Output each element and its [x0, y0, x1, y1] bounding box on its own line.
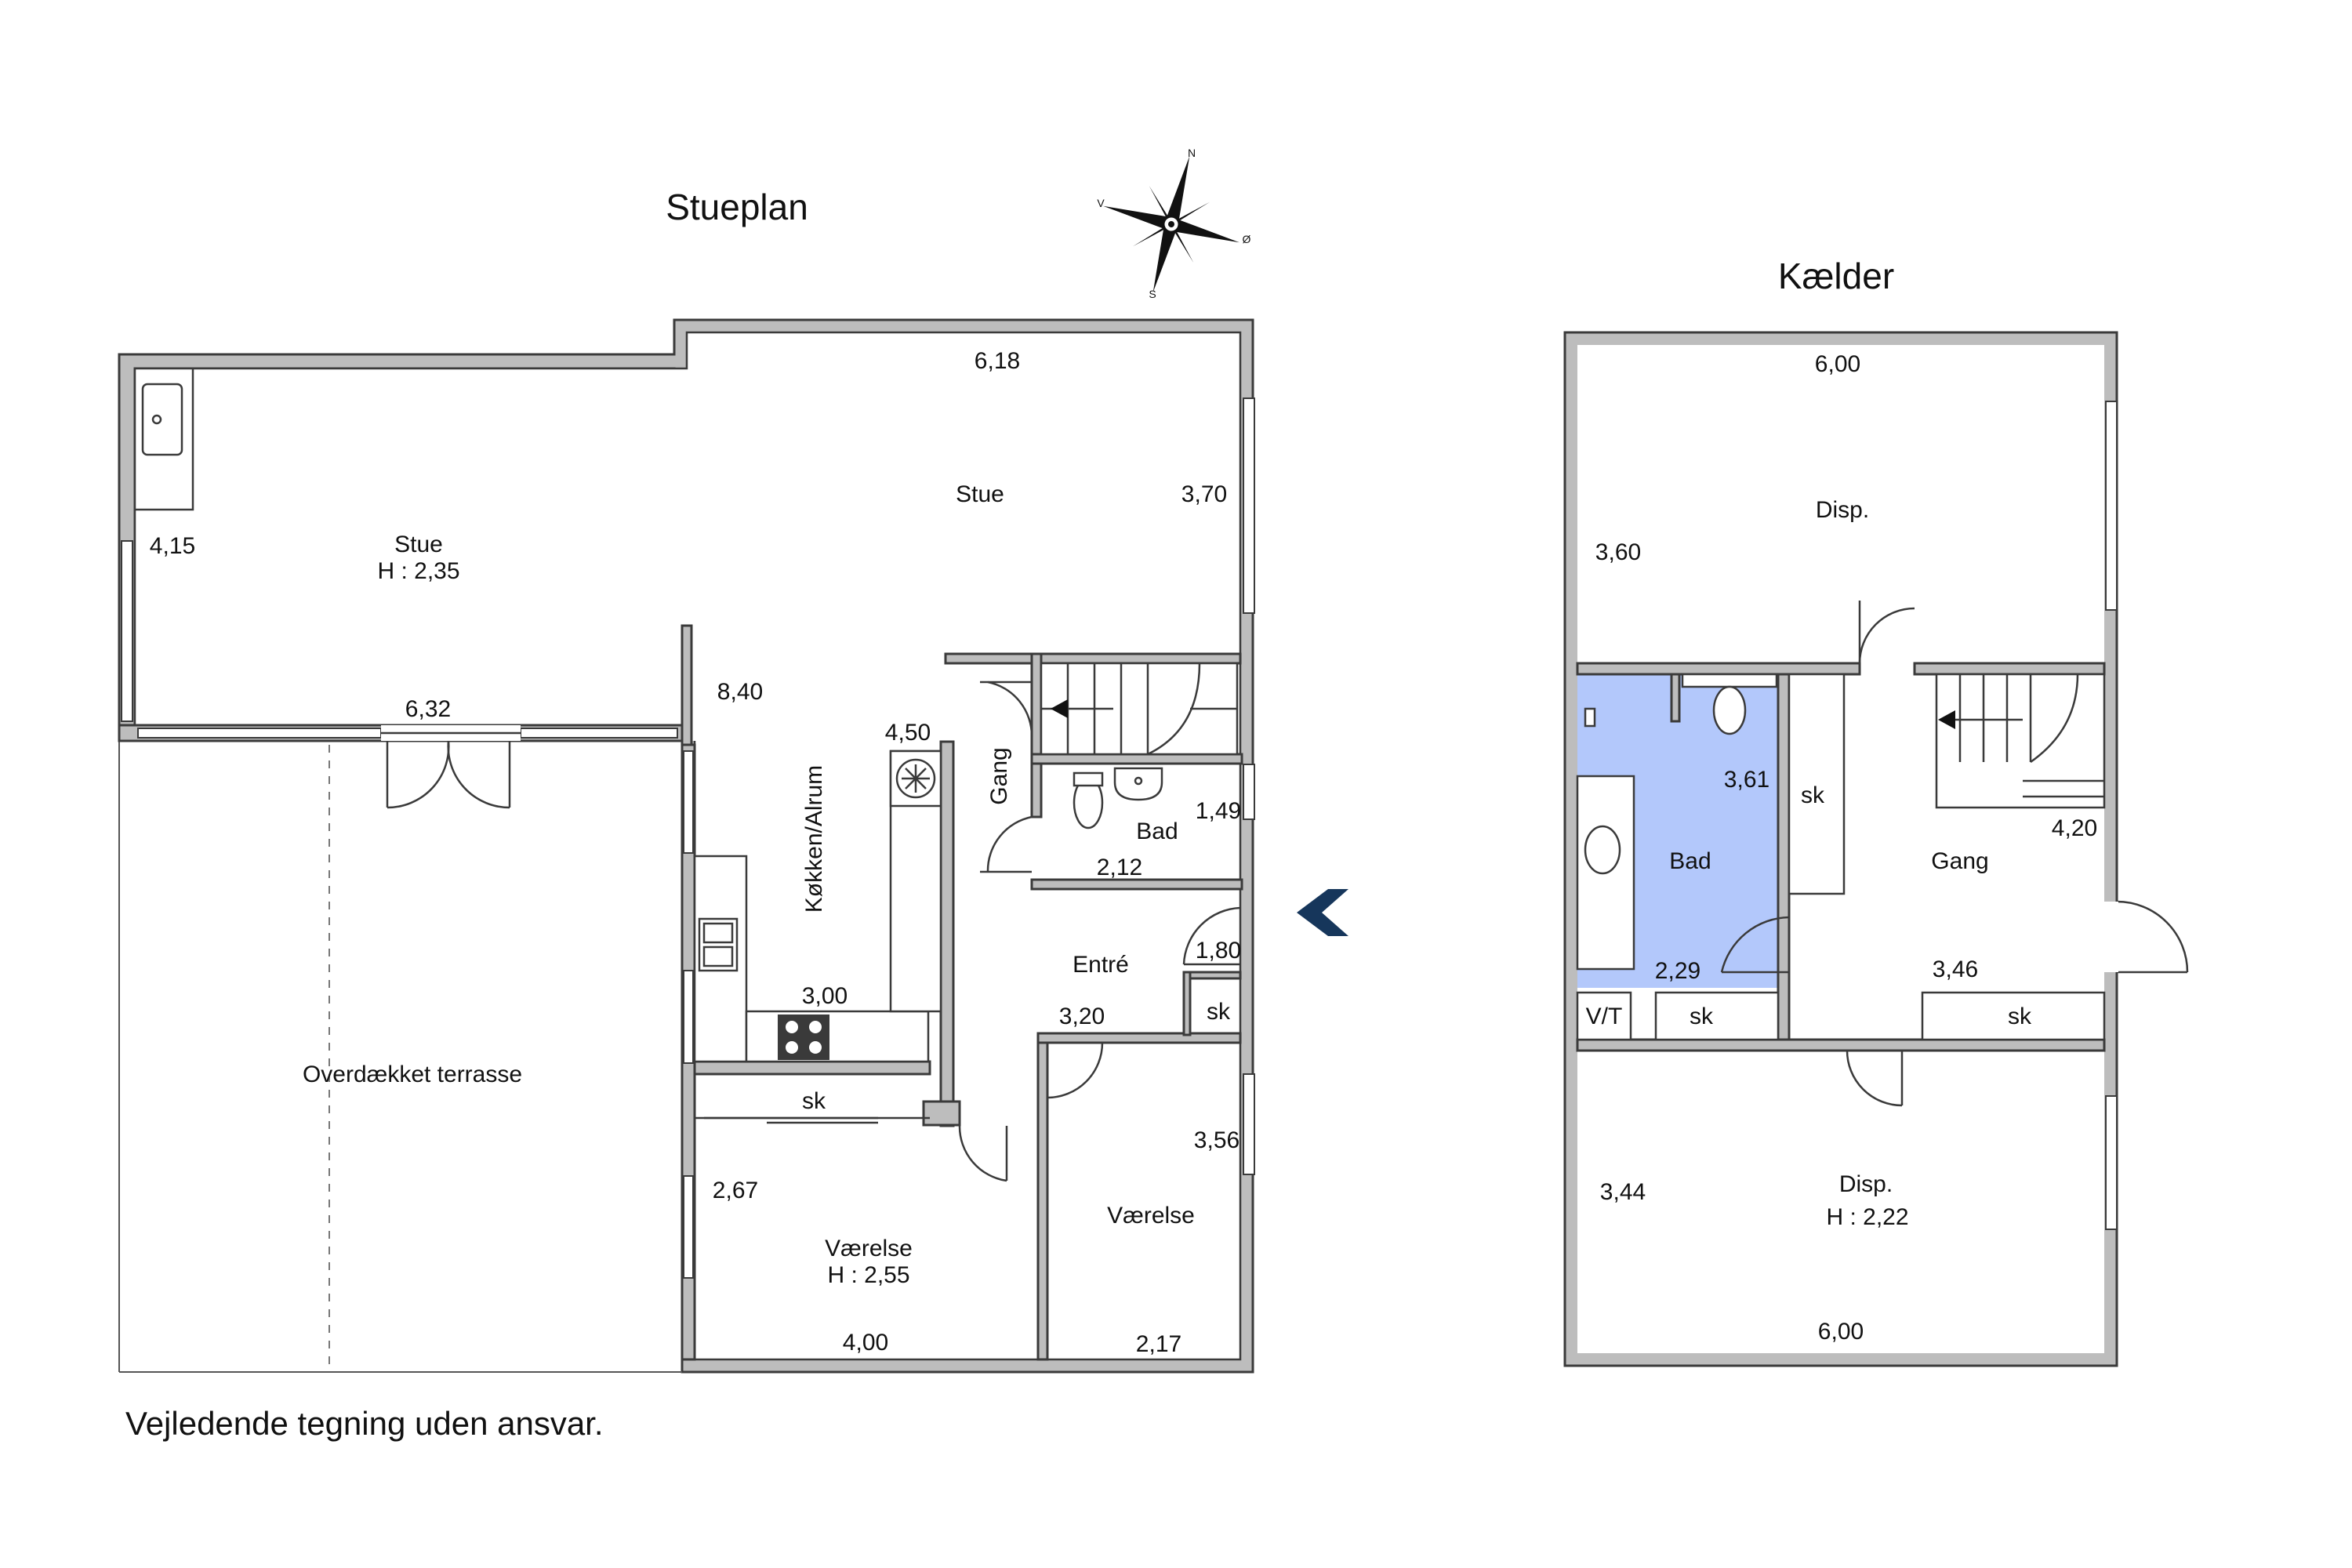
ground-floor-plan: Stueplan 6,18 Stue 3,70 Stue H : 2,35 4,… [118, 187, 1348, 1374]
basement-closet-c: sk [2008, 1004, 2032, 1029]
compass-north: N [1188, 147, 1196, 159]
basement-bath-width: 2,29 [1655, 958, 1700, 984]
basement-title: Kælder [1778, 256, 1894, 296]
compass-south: S [1149, 288, 1156, 300]
basement-bottom-depth: 3,44 [1600, 1179, 1646, 1205]
basement-hall-depth: 4,20 [2052, 815, 2097, 841]
entry-depth: 1,80 [1196, 938, 1241, 964]
basement-closets [1576, 673, 2106, 1041]
compass-rose [1103, 156, 1240, 292]
basement-top-width: 6,00 [1815, 351, 1860, 377]
ground-doors [958, 681, 1255, 1182]
ground-staircase [1040, 662, 1239, 756]
basement-vt-label: V/T [1586, 1004, 1623, 1029]
kitchen-bottom-width: 3,00 [802, 983, 848, 1009]
ground-bathroom-fixtures [1073, 764, 1255, 829]
living-left-depth: 4,15 [150, 533, 195, 559]
basement-staircase [1935, 673, 2106, 809]
kitchen-closet [695, 1116, 930, 1124]
living-left-height: H : 2,35 [377, 558, 459, 584]
terrace-double-door [386, 740, 511, 809]
room2-depth: 3,56 [1194, 1127, 1240, 1153]
basement-bottom-height: H : 2,22 [1826, 1204, 1908, 1230]
entrance-arrow [1297, 889, 1348, 936]
room1-width: 4,00 [843, 1330, 888, 1356]
basement-closet-b: sk [1690, 1004, 1714, 1029]
kitchen-closet-label: sk [802, 1088, 826, 1114]
living-top-width: 6,18 [975, 348, 1020, 374]
basement-window-bottom [2105, 1095, 2118, 1230]
basement-bath-depth: 3,61 [1724, 767, 1769, 793]
basement-interior-walls [1576, 662, 2106, 1052]
entry-label: Entré [1073, 952, 1129, 978]
bath-label: Bad [1136, 818, 1178, 844]
basement-top-label: Disp. [1816, 497, 1869, 523]
covered-terrace [118, 733, 682, 1373]
basement-window-top [2105, 401, 2118, 611]
basement-top-depth: 3,60 [1595, 539, 1641, 565]
basement-bath-label: Bad [1669, 848, 1711, 874]
terrace-label: Overdækket terrasse [303, 1062, 522, 1087]
kitchen-label: Køkken/Alrum [801, 765, 827, 913]
compass-east: Ø [1243, 233, 1251, 245]
room2-width: 2,17 [1136, 1331, 1181, 1357]
basement-bottom-width: 6,00 [1818, 1319, 1864, 1345]
living-kitchenette [133, 367, 194, 511]
living-right-depth: 3,70 [1181, 481, 1227, 507]
room1-label: Værelse [825, 1236, 913, 1261]
ground-interior-walls [681, 624, 1243, 1361]
room2-label: Værelse [1107, 1203, 1195, 1229]
room1-depth: 2,67 [713, 1178, 758, 1203]
bath-depth: 1,49 [1196, 798, 1241, 824]
kitchen-width: 4,50 [885, 720, 931, 746]
basement-closet-a: sk [1801, 782, 1825, 808]
bath-width: 2,12 [1097, 855, 1142, 880]
basement-plan: Kælder [1563, 256, 2189, 1367]
living-label: Stue [956, 481, 1004, 507]
basement-hall-width: 3,46 [1933, 956, 1978, 982]
kitchen-depth: 8,40 [717, 679, 763, 705]
ground-floor-title: Stueplan [666, 187, 808, 227]
basement-doors [1720, 601, 2189, 1107]
basement-bathroom-fixtures [1576, 673, 1778, 971]
living-window-right [1243, 397, 1255, 614]
basement-hall-label: Gang [1931, 848, 1988, 874]
entry-width: 3,20 [1059, 1004, 1105, 1029]
hall-label: Gang [986, 747, 1012, 804]
entry-closet: sk [1207, 999, 1231, 1025]
compass-west: V [1097, 197, 1105, 209]
disclaimer-text: Vejledende tegning uden ansvar. [125, 1405, 604, 1442]
basement-bottom-label: Disp. [1839, 1171, 1893, 1197]
living-bottom-width: 6,32 [405, 696, 451, 722]
kitchen-counters [693, 750, 942, 1063]
living-left-label: Stue [394, 532, 443, 557]
room1-height: H : 2,55 [827, 1262, 909, 1288]
